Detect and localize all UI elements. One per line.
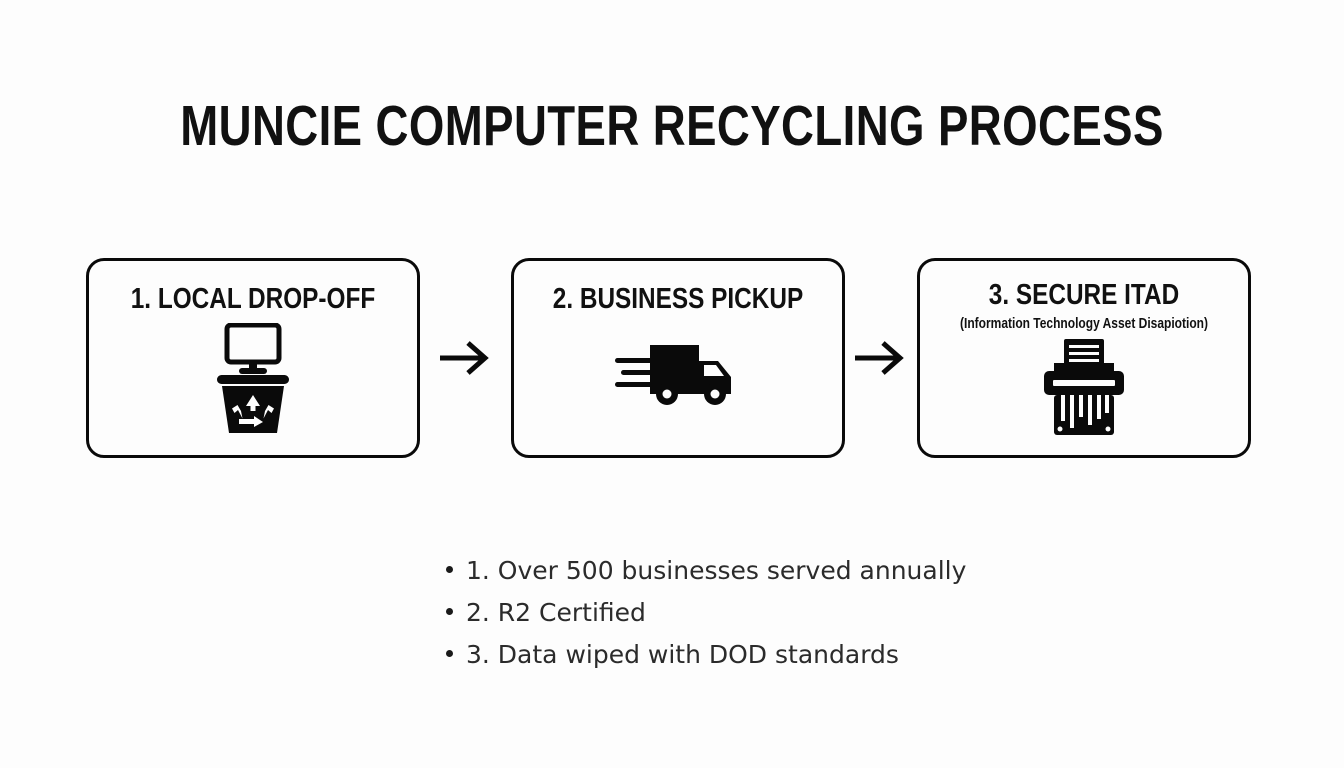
list-item-label: 1. Over 500 businesses served annually [466, 556, 967, 585]
step-1-heading: 1. LOCAL DROP-OFF [130, 283, 376, 315]
list-item-label: 3. Data wiped with DOD standards [466, 640, 899, 669]
bullet-dot-icon [446, 650, 453, 657]
step-2-heading: 2. BUSINESS PICKUP [552, 283, 804, 315]
list-item: 2. R2 Certified [446, 598, 1046, 640]
bullet-dot-icon [446, 608, 453, 615]
list-item: 3. Data wiped with DOD standards [446, 640, 1046, 682]
list-item-label: 2. R2 Certified [466, 598, 646, 627]
highlights-list: 1. Over 500 businesses served annually 2… [446, 556, 1046, 682]
delivery-truck-icon [615, 339, 741, 410]
process-step-business-pickup[interactable]: 2. BUSINESS PICKUP [511, 258, 845, 458]
monitor-in-recycle-bin-icon [205, 322, 301, 440]
list-item: 1. Over 500 businesses served annually [446, 556, 1046, 598]
process-step-secure-itad[interactable]: 3. SECURE ITAD (Information Technology A… [917, 258, 1251, 458]
arrow-step2-to-step3 [851, 334, 909, 382]
step-3-subheading: (Information Technology Asset Disapiotio… [959, 315, 1208, 332]
arrow-step1-to-step2 [436, 334, 494, 382]
bullet-dot-icon [446, 566, 453, 573]
paper-shredder-icon [1036, 339, 1132, 442]
step-3-heading: 3. SECURE ITAD [988, 279, 1180, 311]
page-title: MUNCIE COMPUTER RECYCLING PROCESS [180, 94, 1164, 158]
process-flow: 1. LOCAL DROP-OFF [0, 258, 1344, 458]
process-step-local-drop-off[interactable]: 1. LOCAL DROP-OFF [86, 258, 420, 458]
